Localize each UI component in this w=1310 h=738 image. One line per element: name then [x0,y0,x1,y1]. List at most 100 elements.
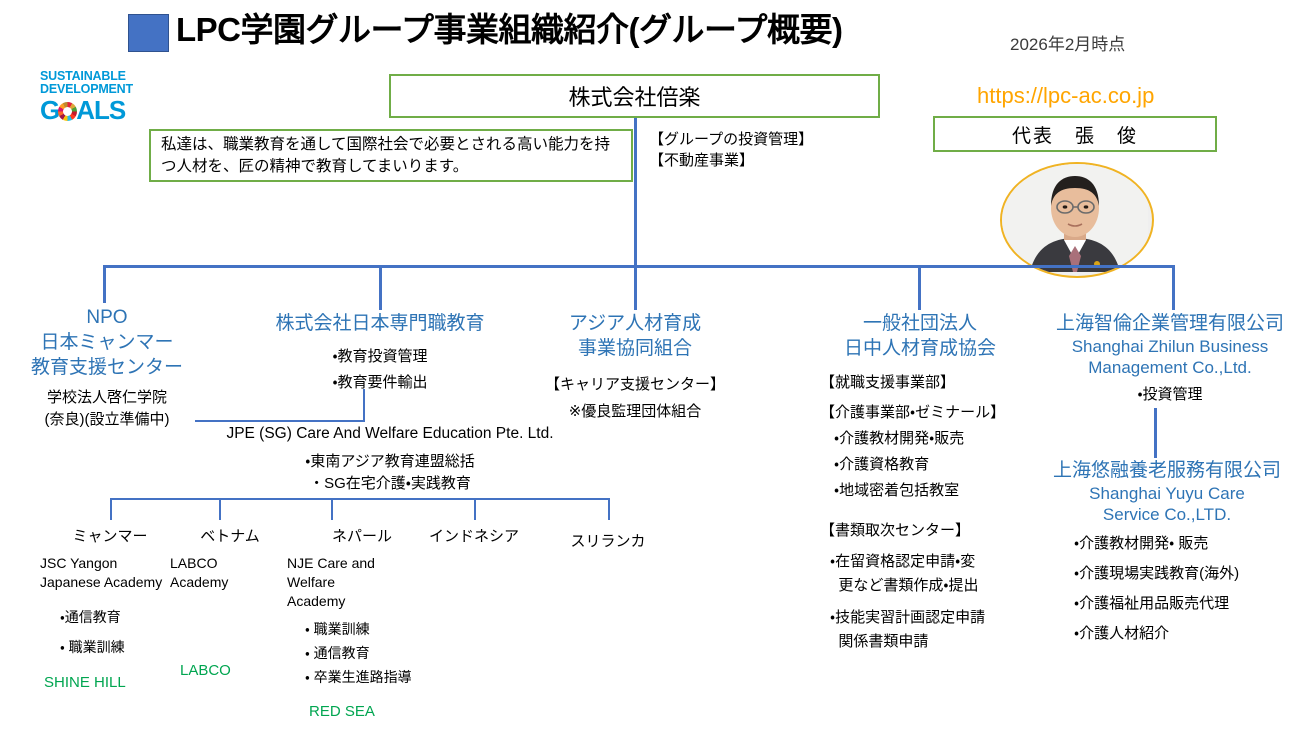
academy-nepal: ネパール NJE Care and Welfare Academy ・ 職業訓練… [287,525,437,720]
sdg-line2: DEVELOPMENT [40,82,133,96]
jpe-subsidiary-elbow-horizontal [195,420,365,422]
drop-line-npo [103,265,106,303]
npo-subtext-line-1: (奈良)(設立準備中) [44,411,170,428]
jpe-subsidiary-elbow-vertical [363,389,365,422]
holding-company-box: 株式会社倍楽 [389,74,880,118]
jpe-heading: 株式会社日本専門職教育 [250,311,510,336]
academy-myanmar-item-0: ・通信教育 [60,609,121,625]
website-url-link[interactable]: https://lpc-ac.co.jp [977,83,1155,108]
jchina-group-0: 【就職支援事業部】 [820,370,1020,396]
zhilun-heading-en-line-1: Management Co.,Ltd. [1088,358,1252,377]
column-jchina-association: 一般社団法人 日中人材育成協会 【就職支援事業部】 【介護事業部・ゼミナール】 … [820,311,1020,654]
mission-statement-box: 私達は、職業教育を通して国際社会で必要とされる高い能力を持つ人材を、匠の精神で教… [149,129,633,182]
jchina-group-2: 【書類取次センター】 ・在留資格認定申請・変 更など書類作成・提出 ・技能実習計… [820,518,1020,654]
yuyu-item-0: ・介護教材開発・ 販売 [1074,535,1209,552]
page-title: LPC学園グループ事業組織紹介(グループ概要) [176,11,843,48]
holding-company-name: 株式会社倍楽 [568,85,701,110]
academy-nepal-item-0: ・ 職業訓練 [305,621,370,637]
sdg-goals-word: G ALS [40,97,148,123]
zhilun-heading-en: Shanghai Zhilun Business Management Co.,… [1030,336,1310,378]
academy-vietnam-brand: LABCO [180,662,231,679]
academy-nepal-items: ・ 職業訓練 ・ 通信教育 ・ 卒業生進路指導 [287,617,437,689]
academy-drop-myanmar [110,498,112,520]
sdg-color-wheel-icon [58,102,78,121]
asia-item-0: 【キャリア支援センター】 [544,376,725,393]
academy-nepal-country: ネパール [331,528,392,545]
sdg-line1: SUSTAINABLE [40,69,126,83]
asia-heading-line-1: 事業協同組合 [577,338,692,359]
academy-horizontal-bus-line [110,498,610,500]
academy-nepal-name-line-1: Welfare [287,574,335,590]
jchina-group-1-item-2: ・地域密着包括教室 [834,482,960,499]
academy-indonesia-country: インドネシア [428,528,519,545]
jchina-group-2-title: 【書類取次センター】 [820,522,971,539]
npo-heading: NPO 日本ミャンマー 教育支援センター [12,305,202,380]
academy-srilanka: スリランカ [545,530,671,551]
academy-vietnam-name: LABCO Academy [170,554,290,592]
column-jpe: 株式会社日本専門職教育 ・教育投資管理 ・教育要件輸出 [250,311,510,396]
asia-item-1: ※優良監理団体組合 [568,403,702,420]
academy-indonesia: インドネシア [419,525,529,546]
column-shanghai-zhilun: 上海智倫企業管理有限公司 Shanghai Zhilun Business Ma… [1030,311,1310,408]
column-npo: NPO 日本ミャンマー 教育支援センター 学校法人啓仁学院 (奈良)(設立準備中… [12,305,202,431]
asia-items: 【キャリア支援センター】 ※優良監理団体組合 [520,371,750,425]
jpe-item-1: ・教育要件輸出 [332,374,428,391]
npo-subtext-line-0: 学校法人啓仁学院 [46,389,167,406]
jchina-heading-line-1: 日中人材育成協会 [843,338,996,359]
jchina-group-1-item-0: ・介護教材開発・販売 [834,430,965,447]
jpe-item-0: ・教育投資管理 [332,348,428,365]
sdg-goals-post: ALS [76,95,126,125]
academy-myanmar-name-line-1: Japanese Academy [40,574,163,590]
jchina-group-1-item-1: ・介護資格教育 [834,456,930,473]
drop-line-shanghai [1172,265,1175,310]
main-horizontal-bus-line [103,265,1174,268]
academy-vietnam-name-line-1: Academy [170,574,229,590]
jpe-heading-line-0: 株式会社日本専門職教育 [275,313,485,334]
academy-vietnam: ベトナム LABCO Academy LABCO [170,525,290,679]
holding-note-1: 【不動産事業】 [649,152,755,169]
jchina-group-0-title: 【就職支援事業部】 [820,374,956,391]
column-asia-kumiai: アジア人材育成 事業協同組合 【キャリア支援センター】 ※優良監理団体組合 [520,311,750,425]
jchina-heading: 一般社団法人 日中人材育成協会 [820,311,1020,361]
title-bullet-square [128,14,169,52]
academy-nepal-item-2: ・ 卒業生進路指導 [305,669,412,685]
asia-heading-line-0: アジア人材育成 [568,313,702,334]
jchina-group-2-item-1: ・技能実習計画認定申請 関係書類申請 [830,609,986,650]
npo-heading-line-2: 教育支援センター [30,357,183,378]
academy-drop-srilanka [608,498,610,520]
jpe-sg-item-0: ・東南アジア教育連盟総括 [305,453,475,470]
jchina-group-1-title: 【介護事業部・ゼミナール】 [820,404,1006,421]
academy-srilanka-country: スリランカ [570,533,646,550]
drop-line-asia [634,265,637,310]
jpe-sg-subsidiary-block: JPE (SG) Care And Welfare Education Pte.… [180,425,600,495]
academy-vietnam-country: ベトナム [200,528,260,545]
npo-heading-line-0: NPO [86,307,128,328]
jchina-group-2-item-0: ・在留資格認定申請・変 更など書類作成・提出 [830,553,979,594]
academy-myanmar-country: ミャンマー [72,528,148,545]
academy-myanmar-name-line-0: JSC Yangon [40,555,118,571]
academy-nepal-name-line-2: Academy [287,593,346,609]
academy-nepal-name: NJE Care and Welfare Academy [287,554,437,611]
title-date: 2026年2月時点 [1010,35,1126,54]
shanghai-subsidiary-line [1154,408,1157,458]
academy-nepal-name-line-0: NJE Care and [287,555,375,571]
jpe-item-list: ・教育投資管理 ・教育要件輸出 [250,344,510,396]
representative-name: 代表 張 俊 [1011,125,1138,147]
yuyu-item-1: ・介護現場実践教育(海外) [1074,565,1240,582]
holding-company-notes: 【グループの投資管理】 【不動産事業】 [649,129,813,171]
academy-drop-vietnam [219,498,221,520]
academy-myanmar-items: ・通信教育 ・ 職業訓練 [40,602,180,662]
drop-line-jchina [918,265,921,310]
npo-subtext: 学校法人啓仁学院 (奈良)(設立準備中) [12,387,202,431]
holding-note-0: 【グループの投資管理】 [649,131,814,148]
sdg-goals-pre: G [40,95,60,125]
sdg-logo: SUSTAINABLE DEVELOPMENT G ALS [40,69,148,124]
academy-vietnam-name-line-0: LABCO [170,555,218,571]
jchina-heading-line-0: 一般社団法人 [862,313,977,334]
yuyu-items: ・介護教材開発・ 販売 ・介護現場実践教育(海外) ・介護福祉用品販売代理 ・介… [1024,529,1310,649]
academy-nepal-brand: RED SEA [309,703,375,720]
yuyu-heading-en: Shanghai Yuyu Care Service Co.,LTD. [1024,483,1310,525]
representative-box: 代表 張 俊 [933,116,1217,152]
zhilun-item-0: ・投資管理 [1137,386,1203,403]
